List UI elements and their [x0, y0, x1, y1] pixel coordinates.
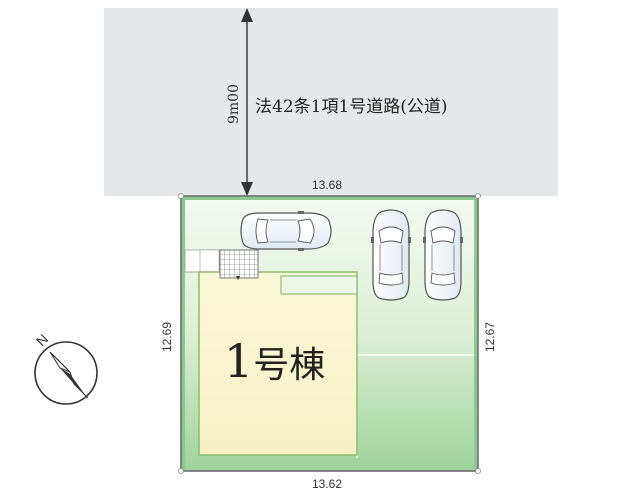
- green-strip-right: [474, 196, 478, 471]
- building-name: 1号棟: [224, 334, 325, 388]
- right-dimension: 12.67: [483, 321, 497, 352]
- corner-marker-tl: [178, 193, 184, 199]
- corner-marker-bl: [178, 468, 184, 474]
- entry-porch: [219, 249, 259, 279]
- left-dimension: 12.69: [160, 321, 174, 352]
- entry-arrow-icon: [236, 276, 240, 280]
- corner-marker-tr: [475, 193, 481, 199]
- corner-marker-br: [475, 468, 481, 474]
- building-suffix: 号棟: [253, 345, 326, 386]
- green-strip-top: [181, 196, 478, 200]
- road-width-arrow-bottom-icon: [241, 182, 253, 196]
- road-width-label: 9m00: [226, 84, 242, 124]
- entrance-step-2: [199, 249, 220, 273]
- compass-icon: [34, 341, 98, 405]
- road: [104, 8, 558, 196]
- road-label: 法42条1項1号道路(公道): [255, 97, 448, 117]
- green-strip-left: [181, 196, 185, 471]
- road-width-arrow-top-icon: [241, 8, 253, 22]
- car-horizontal: [240, 211, 332, 251]
- top-dimension: 13.68: [312, 178, 343, 192]
- lot-boundary: [180, 195, 479, 472]
- car-middle: [371, 209, 411, 301]
- bottom-dimension: 13.62: [312, 477, 343, 491]
- terrace: [280, 275, 358, 295]
- building-1: [198, 271, 358, 456]
- building-number: 1: [224, 334, 254, 388]
- car-right: [423, 209, 463, 301]
